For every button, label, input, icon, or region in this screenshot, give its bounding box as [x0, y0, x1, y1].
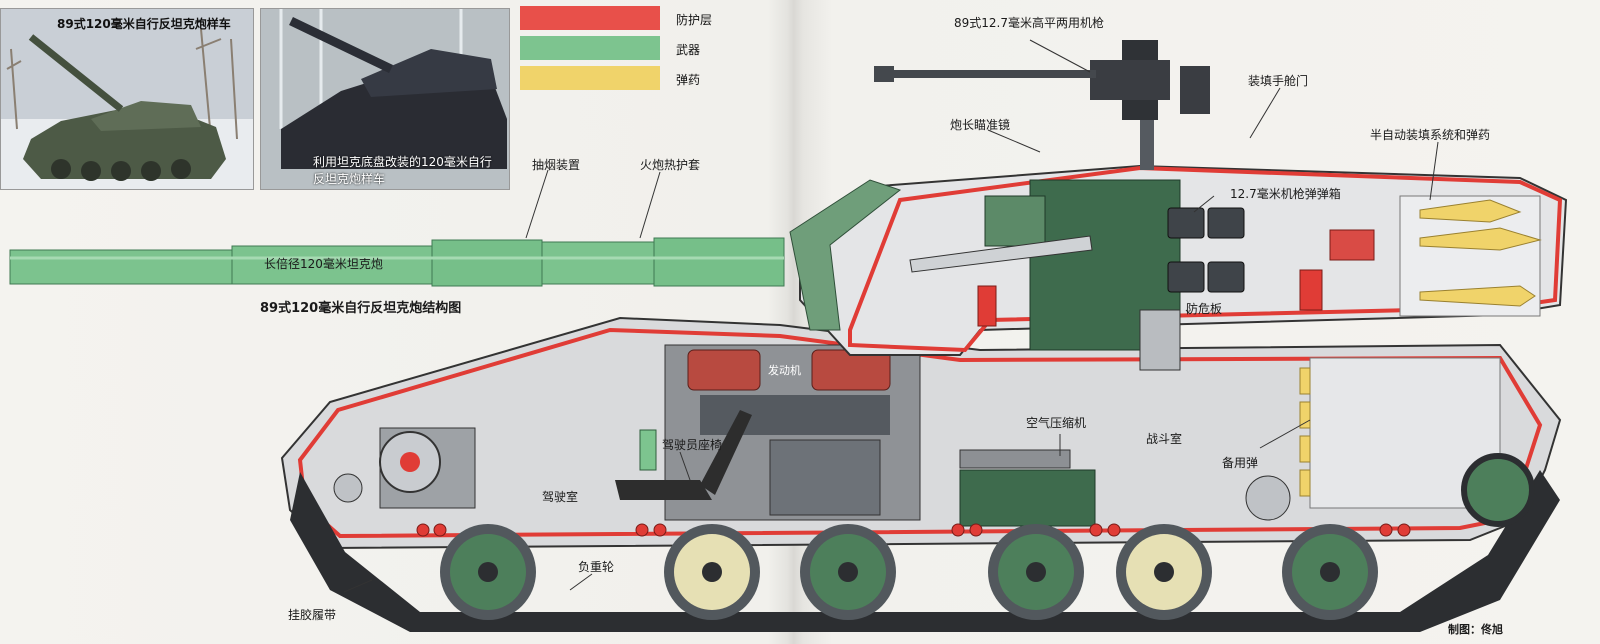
gun-barrel [9, 237, 785, 287]
leader-lines [343, 39, 1439, 593]
diagram-title: 89式120毫米自行反坦克炮结构图 [260, 301, 462, 316]
legend-swatch-weapon [520, 36, 660, 60]
label-thermal-sleeve: 火炮热护套 [640, 158, 701, 172]
track-and-wheels [290, 453, 1560, 632]
label-autoloader: 半自动装填系统和弹药 [1370, 128, 1491, 142]
legend-label-ammo: 弹药 [676, 73, 701, 87]
label-loader-hatch: 装填手舱门 [1248, 74, 1309, 88]
photo-prototype-indoor: 利用坦克底盘改装的120毫米自行 反坦克炮样车 [260, 8, 510, 190]
photo-1-caption: 89式120毫米自行反坦克炮样车 [57, 17, 231, 31]
label-mg-ammo-box: 12.7毫米机枪弹弹箱 [1230, 187, 1341, 201]
photo-2-caption-line1: 利用坦克底盘改装的120毫米自行 [313, 155, 492, 169]
photo-prototype-outdoor: 89式120毫米自行反坦克炮样车 [0, 8, 254, 190]
label-smoke-extractor: 抽烟装置 [532, 158, 581, 172]
label-driver-seat: 驾驶员座椅 [662, 438, 723, 452]
label-gunner-sight: 炮长瞄准镜 [950, 118, 1011, 132]
label-fighting-compartment: 战斗室 [1146, 432, 1183, 446]
label-track: 挂胶履带 [288, 608, 337, 622]
legend-label-weapon: 武器 [676, 43, 701, 57]
label-long-gun: 长倍径120毫米坦克炮 [264, 257, 383, 271]
label-driver-compartment: 驾驶室 [542, 490, 579, 504]
photo-prototype-outdoor-image [1, 9, 253, 189]
label-blast-shield: 防危板 [1186, 302, 1223, 316]
label-road-wheel: 负重轮 [578, 560, 615, 574]
legend-swatch-armor [520, 6, 660, 30]
photo-2-caption-line2: 反坦克炮样车 [313, 172, 386, 186]
legend-label-armor: 防护层 [676, 13, 713, 27]
label-machine-gun: 89式12.7毫米高平两用机枪 [954, 16, 1104, 30]
legend-swatch-ammo [520, 66, 660, 90]
label-spare-ammo: 备用弹 [1222, 456, 1259, 470]
roof-machine-gun [874, 40, 1210, 170]
turret-cutaway [789, 164, 1568, 371]
label-engine: 发动机 [768, 364, 801, 377]
photo-prototype-indoor-image [261, 9, 509, 189]
credit-text: 制图：佟旭 [1448, 623, 1503, 636]
label-air-compressor: 空气压缩机 [1026, 416, 1087, 430]
